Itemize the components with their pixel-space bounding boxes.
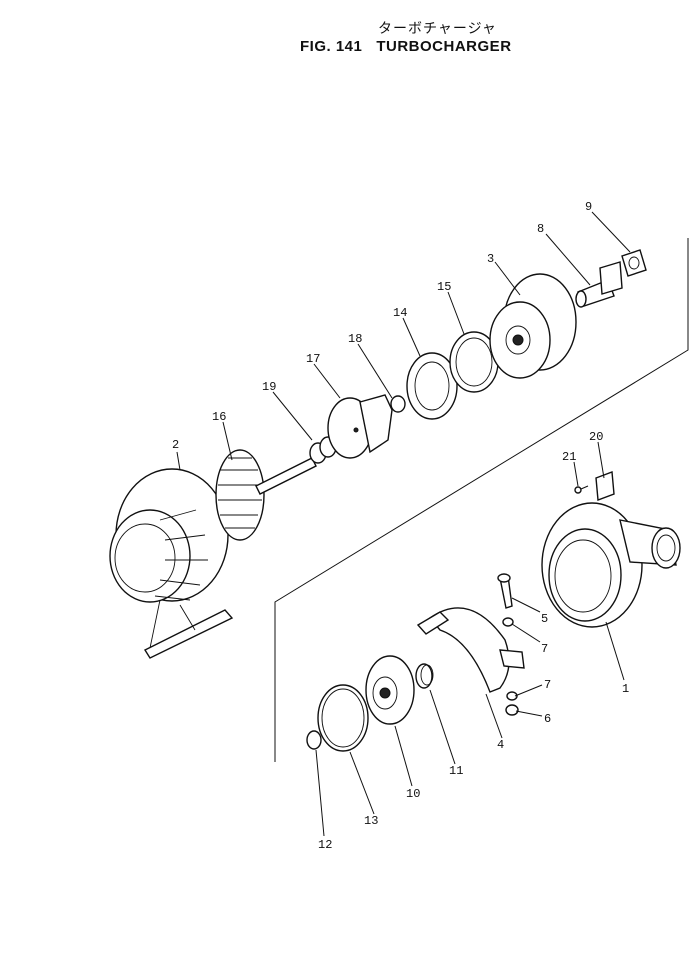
back-plate (327, 394, 393, 459)
callout-7-upper: 7 (541, 642, 548, 656)
callout-4: 4 (497, 738, 504, 752)
callout-9: 9 (585, 200, 592, 214)
bearing-housing (489, 273, 577, 379)
o-ring-small (317, 684, 369, 752)
callout-19: 19 (262, 380, 276, 394)
callout-3: 3 (487, 252, 494, 266)
callout-1: 1 (622, 682, 629, 696)
callout-11: 11 (449, 764, 463, 778)
seal-plate (365, 655, 415, 725)
bolt (497, 573, 513, 609)
callout-12: 12 (318, 838, 332, 852)
plate (595, 471, 615, 501)
callout-labels: 2 9 8 3 15 14 18 17 19 16 20 21 5 7 7 6 … (172, 200, 629, 852)
turbine-housing (109, 468, 234, 659)
callout-8: 8 (537, 222, 544, 236)
assembly-boundary (274, 238, 689, 762)
callout-20: 20 (589, 430, 603, 444)
figure-number: FIG. 141 (300, 38, 363, 55)
compressor-housing (541, 502, 681, 628)
leader-lines (176, 211, 631, 837)
figure-name: TURBOCHARGER (376, 38, 512, 55)
callout-13: 13 (364, 814, 378, 828)
screw (574, 485, 589, 494)
clamp-nut (505, 704, 519, 716)
callout-10: 10 (406, 787, 420, 801)
nut (390, 395, 406, 413)
callout-17: 17 (306, 352, 320, 366)
callout-18: 18 (348, 332, 362, 346)
turbine-wheel-shaft (215, 449, 317, 541)
washer-lower (506, 691, 518, 701)
o-ring-large (449, 331, 499, 393)
retaining-ring (415, 663, 434, 689)
callout-21: 21 (562, 450, 576, 464)
seal-rings (309, 436, 337, 464)
callout-5: 5 (541, 612, 548, 626)
insert (406, 352, 458, 420)
snap-ring (306, 730, 322, 750)
callout-15: 15 (437, 280, 451, 294)
figure-title-japanese: ターボチャージャ (378, 21, 497, 37)
v-band-clamp (416, 607, 525, 693)
figure-title: FIG. 141 TURBOCHARGER (300, 38, 526, 55)
callout-2: 2 (172, 438, 179, 452)
gasket-square (621, 249, 647, 277)
oil-pipe (575, 261, 623, 308)
callout-6: 6 (544, 712, 551, 726)
callout-14: 14 (393, 306, 407, 320)
washer-upper (502, 617, 514, 627)
callout-16: 16 (212, 410, 226, 424)
callout-7-lower: 7 (544, 678, 551, 692)
